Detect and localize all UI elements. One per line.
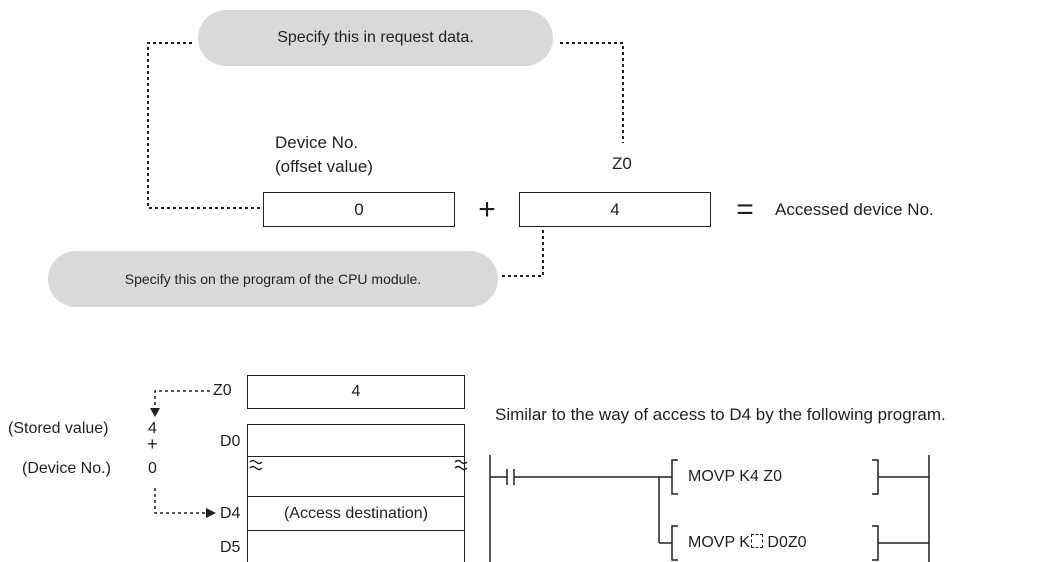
d0-top-border xyxy=(247,424,465,425)
request-data-text: Specify this in request data. xyxy=(277,29,474,46)
device-no-label: Device No. xyxy=(275,133,359,152)
break-marks xyxy=(249,459,468,471)
offset-value-box: 0 xyxy=(263,192,455,227)
device-to-d4-dashed-line xyxy=(154,488,206,514)
d4-top-border xyxy=(247,496,465,497)
right-arrowhead xyxy=(206,508,216,518)
z0-register-box: 4 xyxy=(247,375,465,409)
request-data-bubble: Specify this in request data. xyxy=(198,10,553,66)
blank-placeholder-box xyxy=(750,534,763,548)
z0-register-label: Z0 xyxy=(213,382,232,399)
instruction-2-prefix: MOVP K xyxy=(688,534,750,551)
offset-value: 0 xyxy=(354,199,364,219)
instruction-2-suffix: D0Z0 xyxy=(762,534,807,551)
z0-register-value: 4 xyxy=(351,383,361,400)
request-to-z0-dashed-line xyxy=(560,42,624,143)
request-to-offset-dashed-line xyxy=(147,42,335,209)
program-bubble-text: Specify this on the program of the CPU m… xyxy=(124,271,422,287)
offset-value-label: (offset value) xyxy=(275,157,373,176)
stored-value: 4 xyxy=(148,420,157,437)
device-no-paren-label: (Device No.) xyxy=(22,460,111,477)
down-arrowhead xyxy=(150,408,160,417)
instruction-2: MOVP K D0Z0 xyxy=(688,534,807,552)
program-bubble: Specify this on the program of the CPU m… xyxy=(48,251,498,307)
d4-bottom-border xyxy=(247,530,465,531)
d4-label: D4 xyxy=(220,505,241,522)
ladder-diagram xyxy=(489,455,930,562)
register-plus-sign: + xyxy=(147,434,158,454)
plus-sign: + xyxy=(478,193,496,226)
stored-value-label: (Stored value) xyxy=(8,420,109,437)
accessed-device-label: Accessed device No. xyxy=(775,200,934,219)
d5-label: D5 xyxy=(220,539,241,556)
d0-bottom-border xyxy=(247,456,465,457)
access-destination-text: (Access destination) xyxy=(283,504,429,522)
d0-label: D0 xyxy=(220,433,241,450)
index-to-program-dashed-line xyxy=(500,207,587,277)
program-note: Similar to the way of access to D4 by th… xyxy=(495,405,946,424)
index-value-box: 4 xyxy=(519,192,711,227)
device-memory-column xyxy=(247,424,465,562)
access-destination-cell: (Access destination) xyxy=(247,497,465,530)
z0-label: Z0 xyxy=(612,154,632,173)
index-value: 4 xyxy=(610,199,620,219)
device-no-value: 0 xyxy=(148,460,157,477)
instruction-1: MOVP K4 Z0 xyxy=(688,468,782,485)
z0-to-stored-dashed-line xyxy=(154,390,210,408)
equals-sign: = xyxy=(736,193,754,226)
